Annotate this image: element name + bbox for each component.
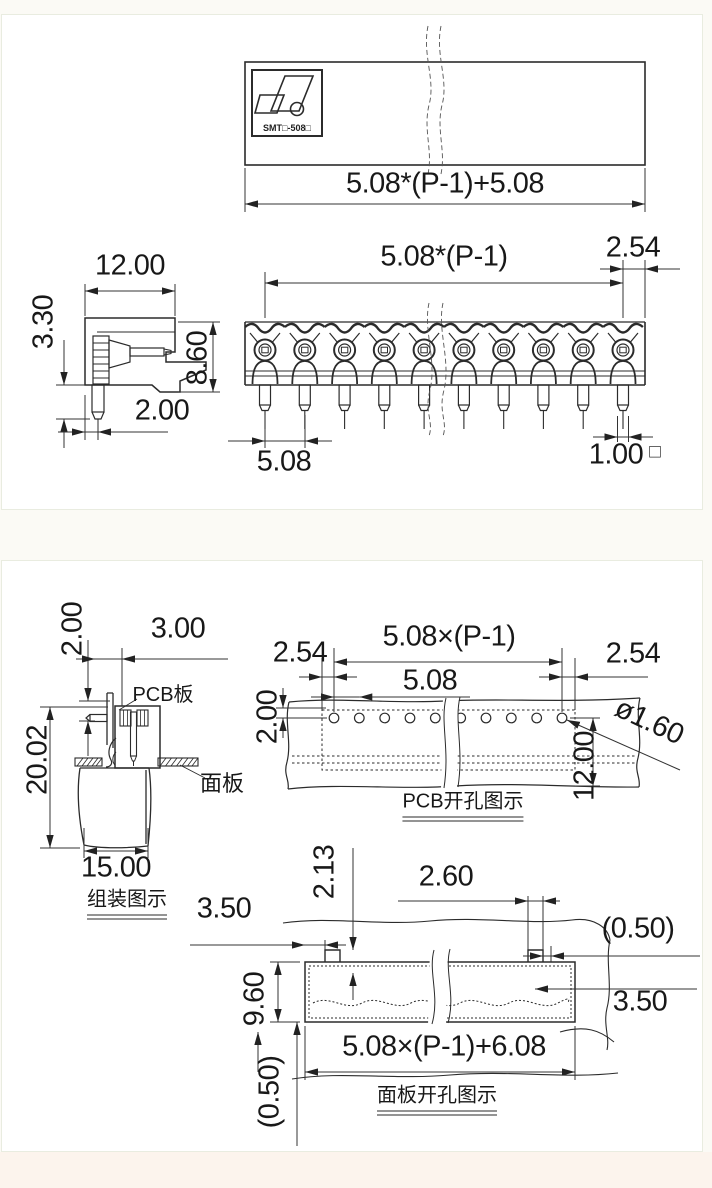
pcb-hole-view (276, 648, 681, 790)
dim-assembly-width: 15.00 (80, 851, 152, 884)
dim-assembly-depth: 20.02 (21, 724, 54, 796)
dim-end-offset: 2.54 (605, 231, 661, 264)
label-pcb-board: PCB板 (132, 684, 194, 706)
dim-pcb-pitch: 5.08 (402, 664, 458, 697)
dim-notch-width: 2.60 (418, 860, 474, 893)
dim-pcb-clearance: 2.00 (56, 601, 89, 657)
logo-model-text: SMT□-508□ (263, 123, 311, 133)
dim-side-width: 12.00 (94, 249, 166, 282)
square-pin-symbol: □ (649, 441, 661, 463)
dim-pin-length: 3.30 (27, 294, 60, 350)
dim-pcb-depth: 12.00 (568, 730, 601, 802)
dim-cutout-length: 5.08×(P-1)+6.08 (342, 1030, 546, 1063)
dim-pcb-right-offset: 2.54 (605, 637, 661, 670)
dim-overall-width: 5.08*(P-1)+5.08 (345, 167, 545, 200)
dim-gap-bottom: (0.50) (253, 1055, 286, 1129)
dim-front-span: 5.08*(P-1) (380, 240, 508, 273)
dim-cutout-right: 3.50 (612, 985, 668, 1018)
panel-cutout-view (190, 848, 700, 1146)
dim-pitch: 5.08 (256, 445, 312, 478)
front-view (228, 260, 680, 448)
caption-assembly: 组装图示 (87, 883, 167, 920)
dim-pin-size: 1.00 (588, 438, 644, 471)
dim-notch-height: 2.13 (308, 844, 341, 900)
label-panel: 面板 (199, 771, 245, 796)
top-view (244, 25, 646, 212)
dim-pin-offset: 2.00 (134, 394, 190, 427)
dim-side-height: 8.60 (181, 330, 214, 386)
side-view (56, 284, 220, 448)
caption-panel-cutout: 面板开孔图示 (377, 1079, 497, 1116)
dim-pcb-edge: 2.00 (251, 689, 284, 745)
dim-gap-right: (0.50) (601, 912, 675, 945)
dim-pcb-offset: 3.00 (150, 612, 206, 645)
dim-pcb-left-offset: 2.54 (272, 636, 328, 669)
top-drawing-card (1, 14, 703, 510)
assembly-view (40, 640, 228, 858)
footer-strip (0, 1152, 712, 1188)
dim-pcb-span: 5.08×(P-1) (382, 620, 516, 653)
dim-cutout-height: 9.60 (238, 971, 271, 1027)
dim-cutout-left: 3.50 (196, 892, 252, 925)
caption-pcb-holes: PCB开孔图示 (402, 785, 523, 822)
